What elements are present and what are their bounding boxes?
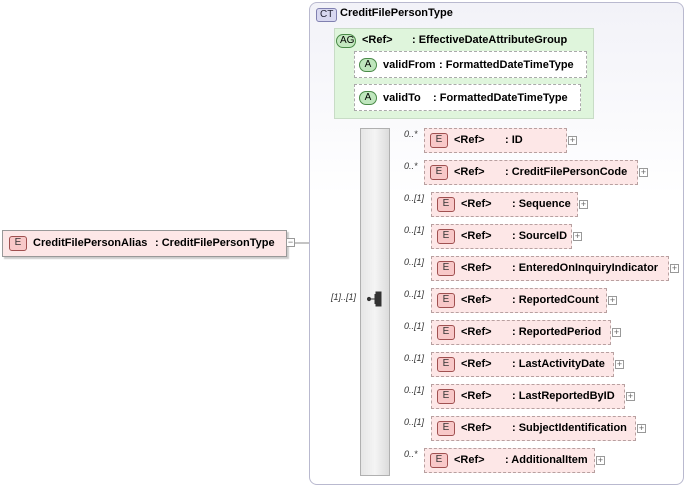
element-multiplicity: 0..* [404, 161, 418, 171]
element-multiplicity: 0..[1] [404, 417, 425, 427]
expand-toggle[interactable]: + [596, 455, 605, 465]
element-name: : EnteredOnInquiryIndicator [512, 262, 659, 274]
attribute-group-badge: AG [336, 34, 356, 48]
complex-type-badge: CT [316, 8, 337, 22]
expand-toggle[interactable]: + [637, 423, 646, 433]
element-multiplicity: 0..[1] [404, 225, 425, 235]
sequence-compositor[interactable] [360, 128, 390, 476]
element-badge: E [437, 229, 455, 244]
element-badge: E [437, 357, 455, 372]
element-multiplicity: 0..[1] [404, 385, 425, 395]
expand-toggle[interactable]: + [626, 391, 635, 401]
attribute-badge: A [359, 91, 377, 105]
element-ref: <Ref> [454, 166, 485, 178]
child-element[interactable]: E <Ref> : ReportedPeriod [431, 320, 611, 345]
element-ref: <Ref> [461, 198, 492, 210]
element-badge: E [430, 165, 448, 180]
element-ref: <Ref> [461, 230, 492, 242]
element-name: : LastReportedByID [512, 390, 615, 402]
child-element[interactable]: E <Ref> : LastReportedByID [431, 384, 625, 409]
collapse-toggle[interactable]: − [286, 237, 295, 247]
expand-toggle[interactable]: + [568, 135, 577, 145]
child-element[interactable]: E <Ref> : SubjectIdentification [431, 416, 636, 441]
root-element[interactable]: E CreditFilePersonAlias : CreditFilePers… [2, 230, 287, 257]
element-badge: E [9, 236, 27, 251]
element-badge: E [430, 133, 448, 148]
element-ref: <Ref> [461, 294, 492, 306]
element-ref: <Ref> [454, 134, 485, 146]
expand-toggle[interactable]: + [639, 167, 648, 177]
complex-type-title: CreditFilePersonType [340, 7, 453, 19]
element-ref: <Ref> [461, 390, 492, 402]
attribute-group-ref: <Ref> [362, 34, 393, 46]
sequence-multiplicity: [1]..[1] [331, 292, 357, 302]
element-badge: E [430, 453, 448, 468]
element-name: : AdditionalItem [505, 454, 588, 466]
element-name: : Sequence [512, 198, 571, 210]
element-name: : ReportedCount [512, 294, 599, 306]
expand-toggle[interactable]: + [579, 199, 588, 209]
element-ref: <Ref> [461, 326, 492, 338]
element-name: : CreditFilePersonCode [505, 166, 628, 178]
element-multiplicity: 0..[1] [404, 321, 425, 331]
expand-toggle[interactable]: + [608, 295, 617, 305]
child-element[interactable]: E <Ref> : ID [424, 128, 567, 153]
element-badge: E [437, 293, 455, 308]
attribute-name: validTo [383, 92, 421, 104]
element-name: : ID [505, 134, 523, 146]
element-multiplicity: 0..[1] [404, 257, 425, 267]
element-name: : SourceID [512, 230, 568, 242]
element-ref: <Ref> [461, 422, 492, 434]
attribute-type: : FormattedDateTimeType [433, 92, 568, 104]
element-ref: <Ref> [454, 454, 485, 466]
child-element[interactable]: E <Ref> : EnteredOnInquiryIndicator [431, 256, 669, 281]
element-name: : LastActivityDate [512, 358, 605, 370]
element-multiplicity: 0..[1] [404, 289, 425, 299]
element-badge: E [437, 389, 455, 404]
root-element-type: : CreditFilePersonType [155, 237, 275, 249]
element-multiplicity: 0..* [404, 449, 418, 459]
expand-toggle[interactable]: + [615, 359, 624, 369]
element-multiplicity: 0..[1] [404, 353, 425, 363]
child-element[interactable]: E <Ref> : SourceID [431, 224, 572, 249]
element-multiplicity: 0..* [404, 129, 418, 139]
expand-toggle[interactable]: + [670, 263, 679, 273]
attribute-valid-to[interactable]: A validTo : FormattedDateTimeType [354, 84, 581, 111]
element-multiplicity: 0..[1] [404, 193, 425, 203]
child-element[interactable]: E <Ref> : Sequence [431, 192, 578, 217]
attribute-name: validFrom [383, 59, 436, 71]
attribute-valid-from[interactable]: A validFrom : FormattedDateTimeType [354, 51, 587, 78]
element-name: : ReportedPeriod [512, 326, 602, 338]
attribute-group-name: : EffectiveDateAttributeGroup [412, 34, 568, 46]
child-element[interactable]: E <Ref> : CreditFilePersonCode [424, 160, 638, 185]
child-element[interactable]: E <Ref> : LastActivityDate [431, 352, 614, 377]
element-ref: <Ref> [461, 262, 492, 274]
element-badge: E [437, 325, 455, 340]
sequence-icon [367, 291, 382, 307]
element-ref: <Ref> [461, 358, 492, 370]
expand-toggle[interactable]: + [612, 327, 621, 337]
element-badge: E [437, 261, 455, 276]
element-badge: E [437, 197, 455, 212]
child-element[interactable]: E <Ref> : AdditionalItem [424, 448, 595, 473]
root-element-name: CreditFilePersonAlias [33, 237, 148, 249]
attribute-type: : FormattedDateTimeType [439, 59, 574, 71]
attribute-badge: A [359, 58, 377, 72]
element-badge: E [437, 421, 455, 436]
element-name: : SubjectIdentification [512, 422, 627, 434]
expand-toggle[interactable]: + [573, 231, 582, 241]
child-element[interactable]: E <Ref> : ReportedCount [431, 288, 607, 313]
